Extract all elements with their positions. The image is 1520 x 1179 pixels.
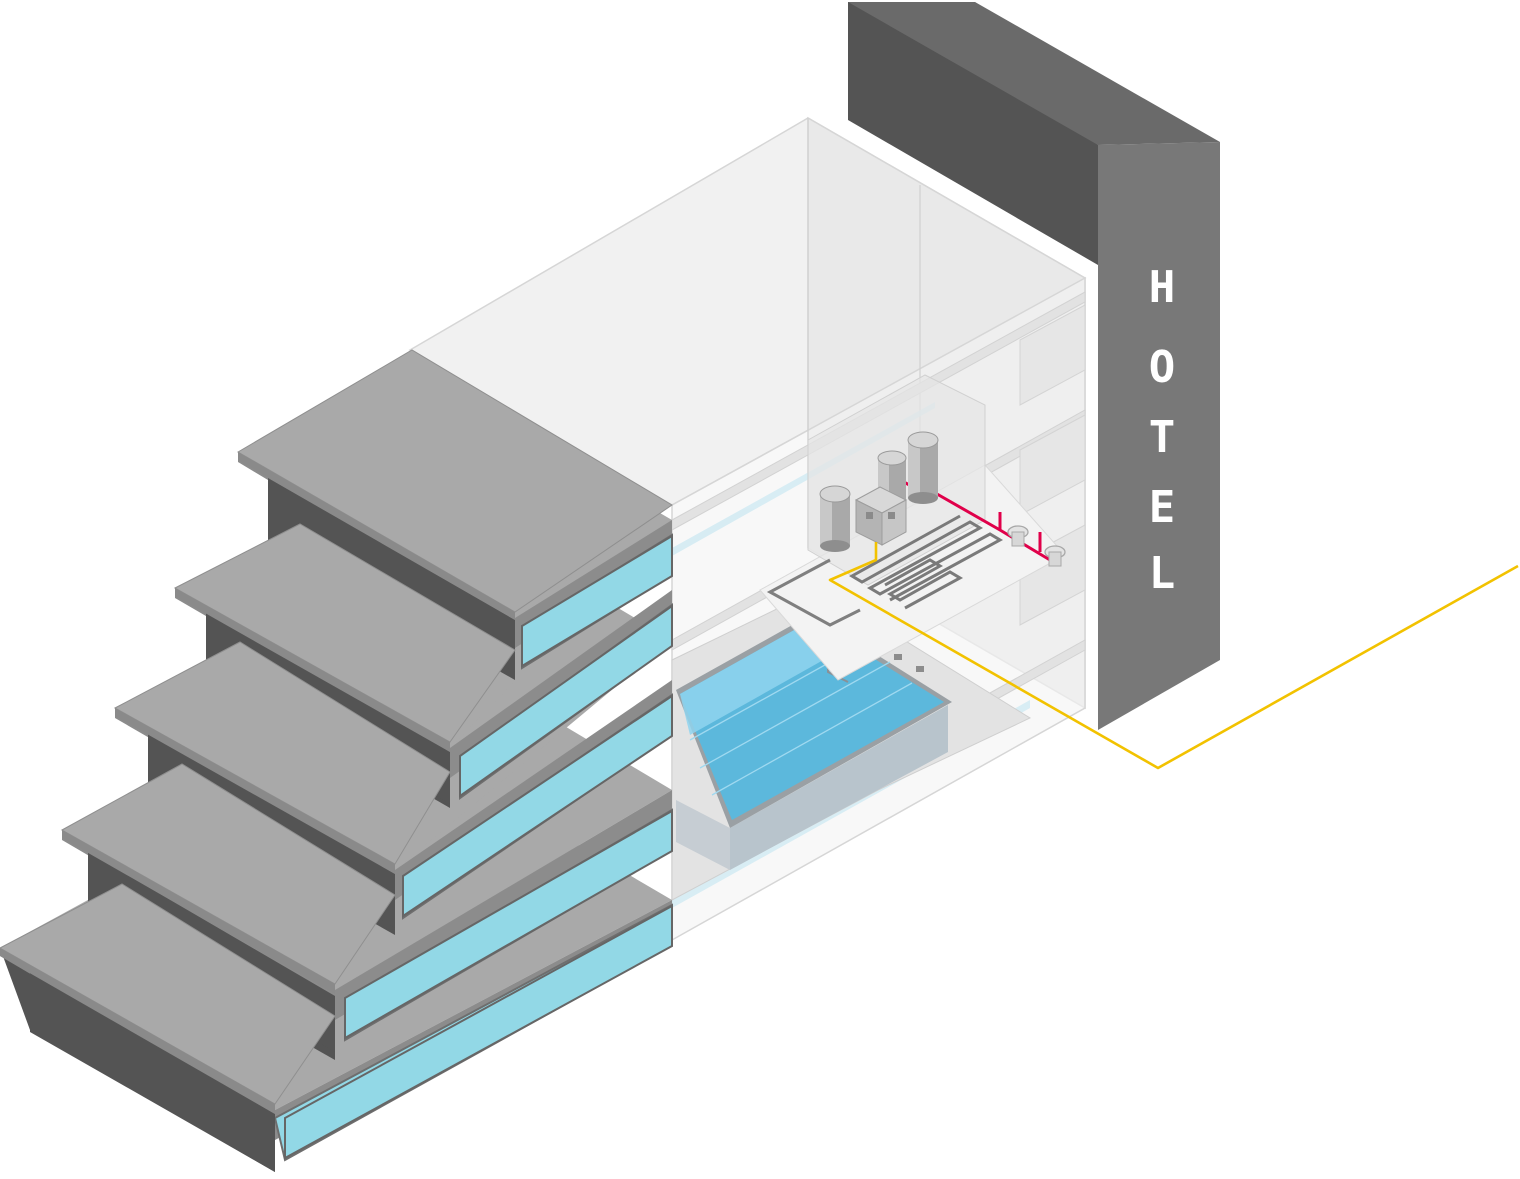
sign-letter-t: T — [1149, 412, 1176, 463]
pool-water-highlight — [680, 620, 850, 735]
sign-letter-h: H — [1149, 262, 1176, 313]
glass-side-bands — [1019, 304, 1086, 626]
pool-side-front — [730, 705, 948, 870]
heat-pump-icon — [854, 486, 908, 546]
floor-windows — [284, 534, 673, 1160]
tank-left — [819, 485, 851, 552]
sign-letter-e: E — [1149, 482, 1176, 533]
water-tank-icon — [819, 431, 939, 552]
sink-icon — [1007, 525, 1066, 567]
hotel-sign-top — [848, 2, 1220, 145]
swimming-pool — [671, 587, 1032, 901]
pool-supply-pipe — [766, 558, 861, 627]
sign-letter-l: L — [1149, 548, 1176, 599]
hotel-sign-side — [848, 2, 1098, 265]
floor-lips — [0, 452, 515, 1114]
hotel-sign-front — [1098, 142, 1220, 730]
pool-side-left — [676, 800, 730, 870]
hotel-sign-letters: H O T E L — [1149, 262, 1176, 599]
hotel-sign: H O T E L — [848, 2, 1220, 730]
geothermal-line — [828, 542, 1519, 770]
plant-room — [759, 374, 1066, 681]
underfloor-heating-coil-icon — [849, 514, 1004, 610]
floor-tops — [0, 349, 673, 1105]
sign-letter-o: O — [1149, 342, 1176, 393]
tank-right — [907, 431, 939, 504]
